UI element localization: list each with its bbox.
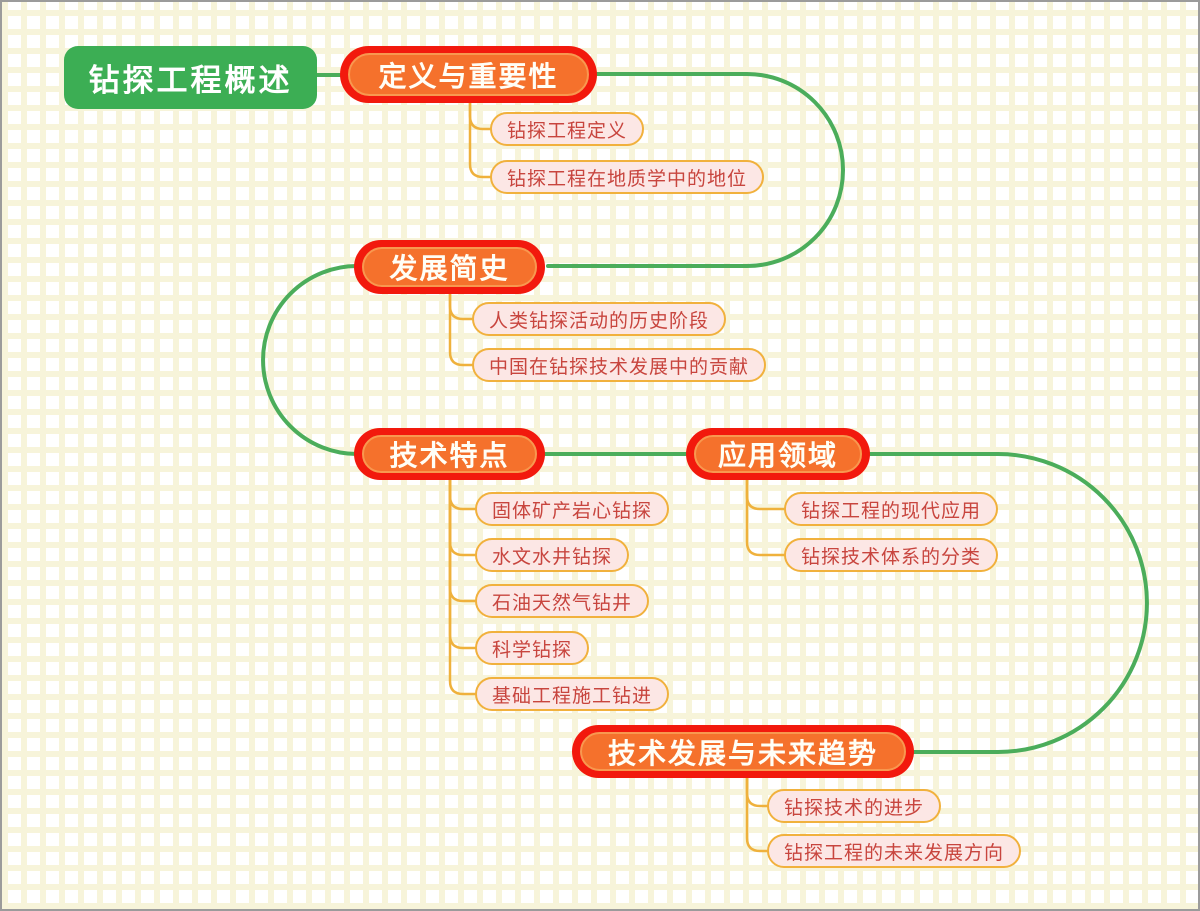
subtopic-foundation-engineering-drilling[interactable]: 基础工程施工钻进 [475, 677, 670, 711]
subtopic-technology-system-classification[interactable]: 钻探技术体系的分类 [784, 538, 999, 572]
subtopic-hydro-water-well-drilling[interactable]: 水文水井钻探 [475, 538, 630, 572]
branch-application-fields[interactable]: 应用领域 [686, 428, 870, 480]
subtopic-future-development-direction[interactable]: 钻探工程的未来发展方向 [767, 834, 1022, 868]
subtopic-scientific-drilling[interactable]: 科学钻探 [475, 631, 590, 665]
branch-definition-importance[interactable]: 定义与重要性 [340, 46, 597, 103]
spine-connector [261, 72, 1149, 754]
branch-future-trends[interactable]: 技术发展与未来趋势 [572, 725, 914, 778]
subtopic-status-in-geology[interactable]: 钻探工程在地质学中的地位 [490, 160, 765, 194]
branch-technical-features[interactable]: 技术特点 [354, 428, 545, 480]
link-branch1-to-branch2 [546, 72, 845, 268]
link-branch4-to-branch5 [866, 452, 1149, 754]
link-branch2-to-branch3 [261, 264, 359, 456]
subtopic-technology-progress[interactable]: 钻探技术的进步 [767, 789, 942, 823]
subtopic-china-contribution[interactable]: 中国在钻探技术发展中的贡献 [472, 348, 767, 382]
branch-label: 技术特点 [362, 435, 537, 473]
subtopic-modern-applications[interactable]: 钻探工程的现代应用 [784, 492, 999, 526]
subtopic-connectors [448, 99, 788, 853]
branch-label: 应用领域 [694, 435, 862, 473]
branch-label: 技术发展与未来趋势 [580, 732, 906, 771]
subtopic-oil-gas-drilling[interactable]: 石油天然气钻井 [475, 584, 650, 618]
subtopic-drilling-definition[interactable]: 钻探工程定义 [490, 112, 645, 146]
subtopic-historical-stages[interactable]: 人类钻探活动的历史阶段 [472, 302, 727, 336]
root-node[interactable]: 钻探工程概述 [64, 46, 317, 109]
subtopic-solid-mineral-core-drilling[interactable]: 固体矿产岩心钻探 [475, 492, 670, 526]
branch-development-history[interactable]: 发展简史 [354, 240, 545, 294]
branch-label: 定义与重要性 [348, 53, 589, 96]
root-label: 钻探工程概述 [88, 63, 293, 98]
branch-label: 发展简史 [362, 247, 537, 287]
